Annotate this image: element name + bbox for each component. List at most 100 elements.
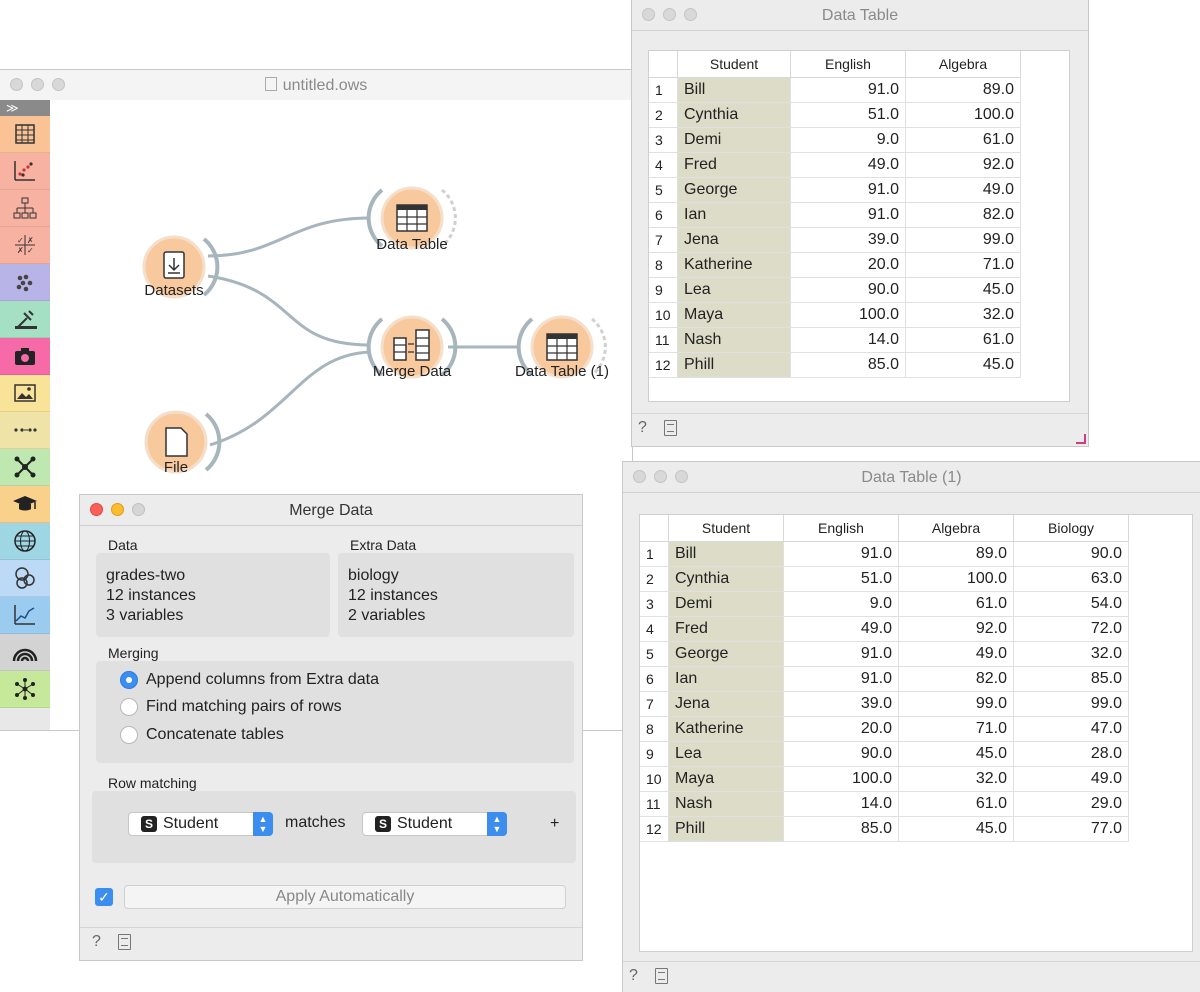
toolbox-category-2[interactable] bbox=[0, 190, 50, 227]
row-index[interactable]: 3 bbox=[649, 127, 678, 153]
toolbox-category-4[interactable] bbox=[0, 264, 50, 301]
table-cell[interactable]: Demi bbox=[668, 591, 784, 617]
row-index[interactable]: 6 bbox=[649, 202, 678, 228]
table-cell[interactable]: 85.0 bbox=[783, 816, 899, 842]
table-cell[interactable]: Bill bbox=[668, 541, 784, 567]
row-index[interactable]: 3 bbox=[640, 591, 669, 617]
table-cell[interactable]: 91.0 bbox=[790, 77, 906, 103]
table-cell[interactable]: 49.0 bbox=[905, 177, 1021, 203]
data-table-1-node[interactable] bbox=[516, 315, 607, 379]
toolbox-category-7[interactable] bbox=[0, 375, 50, 412]
toolbox-category-3[interactable]: ✓✗✗✓ bbox=[0, 227, 50, 264]
column-header[interactable]: Algebra bbox=[905, 51, 1021, 78]
row-index[interactable]: 12 bbox=[649, 352, 678, 378]
minimize-button[interactable] bbox=[111, 503, 124, 516]
row-index[interactable]: 8 bbox=[649, 252, 678, 278]
radio-button[interactable] bbox=[120, 726, 138, 744]
table-cell[interactable]: 100.0 bbox=[898, 566, 1014, 592]
report-icon[interactable] bbox=[655, 968, 668, 984]
table-cell[interactable]: 92.0 bbox=[898, 616, 1014, 642]
data-table-1-label[interactable]: Data Table (1) bbox=[515, 363, 609, 380]
radio-append-columns[interactable]: Append columns from Extra data bbox=[120, 671, 379, 689]
table-cell[interactable]: 90.0 bbox=[783, 741, 899, 767]
radio-label[interactable]: Append columns from Extra data bbox=[146, 671, 380, 688]
table-cell[interactable]: 49.0 bbox=[783, 616, 899, 642]
row-index[interactable]: 9 bbox=[649, 277, 678, 303]
close-button[interactable] bbox=[10, 78, 23, 91]
link-datasets-merge[interactable] bbox=[207, 274, 371, 347]
table-cell[interactable]: 85.0 bbox=[1013, 666, 1129, 692]
table-cell[interactable]: 49.0 bbox=[1013, 766, 1129, 792]
radio-label[interactable]: Concatenate tables bbox=[146, 726, 284, 743]
radio-find-matching[interactable]: Find matching pairs of rows bbox=[120, 698, 342, 716]
report-icon[interactable] bbox=[118, 934, 131, 950]
row-index[interactable]: 2 bbox=[640, 566, 669, 592]
table-cell[interactable]: 99.0 bbox=[1013, 691, 1129, 717]
radio-concatenate[interactable]: Concatenate tables bbox=[120, 726, 284, 744]
row-index[interactable]: 11 bbox=[649, 327, 678, 353]
table-cell[interactable]: Nash bbox=[668, 791, 784, 817]
radio-label[interactable]: Find matching pairs of rows bbox=[146, 698, 342, 715]
table-cell[interactable]: Cynthia bbox=[677, 102, 791, 128]
table-cell[interactable]: 90.0 bbox=[790, 277, 906, 303]
radio-button[interactable] bbox=[120, 671, 138, 689]
data-table-node[interactable] bbox=[366, 186, 457, 250]
column-header[interactable]: Biology bbox=[1013, 515, 1129, 542]
toolbox-category-15[interactable] bbox=[0, 671, 50, 708]
table-cell[interactable]: Jena bbox=[668, 691, 784, 717]
row-index[interactable]: 7 bbox=[649, 227, 678, 253]
table-cell[interactable]: 71.0 bbox=[905, 252, 1021, 278]
table-cell[interactable]: Phill bbox=[668, 816, 784, 842]
row-index[interactable]: 10 bbox=[640, 766, 669, 792]
table-cell[interactable]: 91.0 bbox=[783, 666, 899, 692]
table-cell[interactable]: 100.0 bbox=[905, 102, 1021, 128]
help-icon[interactable]: ? bbox=[92, 933, 101, 950]
row-index[interactable]: 4 bbox=[640, 616, 669, 642]
table-cell[interactable]: George bbox=[677, 177, 791, 203]
row-index[interactable]: 4 bbox=[649, 152, 678, 178]
toolbox-expand-button[interactable]: ≫ bbox=[0, 100, 50, 116]
minimize-button[interactable] bbox=[31, 78, 44, 91]
toolbox-category-10[interactable] bbox=[0, 486, 50, 523]
help-icon[interactable]: ? bbox=[629, 967, 638, 984]
toolbox-category-12[interactable] bbox=[0, 560, 50, 597]
table-cell[interactable]: 54.0 bbox=[1013, 591, 1129, 617]
data-table-label[interactable]: Data Table bbox=[376, 236, 448, 253]
table-cell[interactable]: 51.0 bbox=[783, 566, 899, 592]
zoom-button[interactable] bbox=[684, 8, 697, 21]
column-header[interactable]: Student bbox=[668, 515, 784, 542]
table-cell[interactable]: Fred bbox=[677, 152, 791, 178]
table-cell[interactable]: Maya bbox=[668, 766, 784, 792]
table-cell[interactable]: 39.0 bbox=[783, 691, 899, 717]
table-cell[interactable]: 89.0 bbox=[905, 77, 1021, 103]
merge-data-node[interactable] bbox=[366, 315, 458, 379]
table-cell[interactable]: 100.0 bbox=[783, 766, 899, 792]
row-index[interactable]: 2 bbox=[649, 102, 678, 128]
table-cell[interactable]: 72.0 bbox=[1013, 616, 1129, 642]
toolbox-category-11[interactable] bbox=[0, 523, 50, 560]
help-icon[interactable]: ? bbox=[638, 419, 647, 436]
minimize-button[interactable] bbox=[654, 470, 667, 483]
zoom-button[interactable] bbox=[675, 470, 688, 483]
table-cell[interactable]: 51.0 bbox=[790, 102, 906, 128]
row-index[interactable]: 6 bbox=[640, 666, 669, 692]
row-index[interactable]: 12 bbox=[640, 816, 669, 842]
table-cell[interactable]: 99.0 bbox=[905, 227, 1021, 253]
table-cell[interactable]: 91.0 bbox=[783, 541, 899, 567]
table-cell[interactable]: 14.0 bbox=[790, 327, 906, 353]
row-index[interactable]: 5 bbox=[640, 641, 669, 667]
